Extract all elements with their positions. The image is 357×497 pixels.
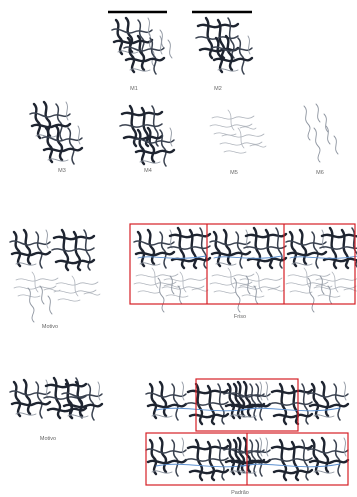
module-m1-label: M1 bbox=[130, 86, 138, 92]
module-m3: M3 bbox=[30, 102, 82, 174]
module-m4-label: M4 bbox=[144, 168, 152, 174]
motive-1: Motivo bbox=[10, 230, 100, 330]
frieze: Friso bbox=[130, 224, 357, 320]
module-m5: M5 bbox=[210, 110, 266, 176]
motive-2: Motivo bbox=[10, 378, 102, 442]
module-m2-label: M2 bbox=[214, 86, 222, 92]
frieze-label: Friso bbox=[234, 314, 246, 320]
module-m2: M2 bbox=[192, 12, 252, 92]
module-m1: M1 bbox=[108, 12, 172, 92]
pattern: Padrão bbox=[146, 379, 348, 496]
module-m6-label: M6 bbox=[316, 170, 324, 176]
pattern-label: Padrão bbox=[231, 490, 249, 496]
motive-1-label: Motivo bbox=[42, 324, 58, 330]
module-m3-label: M3 bbox=[58, 168, 66, 174]
module-m5-label: M5 bbox=[230, 170, 238, 176]
module-m6: M6 bbox=[304, 104, 338, 176]
module-m4: M4 bbox=[120, 106, 174, 174]
motive-2-label: Motivo bbox=[40, 436, 56, 442]
